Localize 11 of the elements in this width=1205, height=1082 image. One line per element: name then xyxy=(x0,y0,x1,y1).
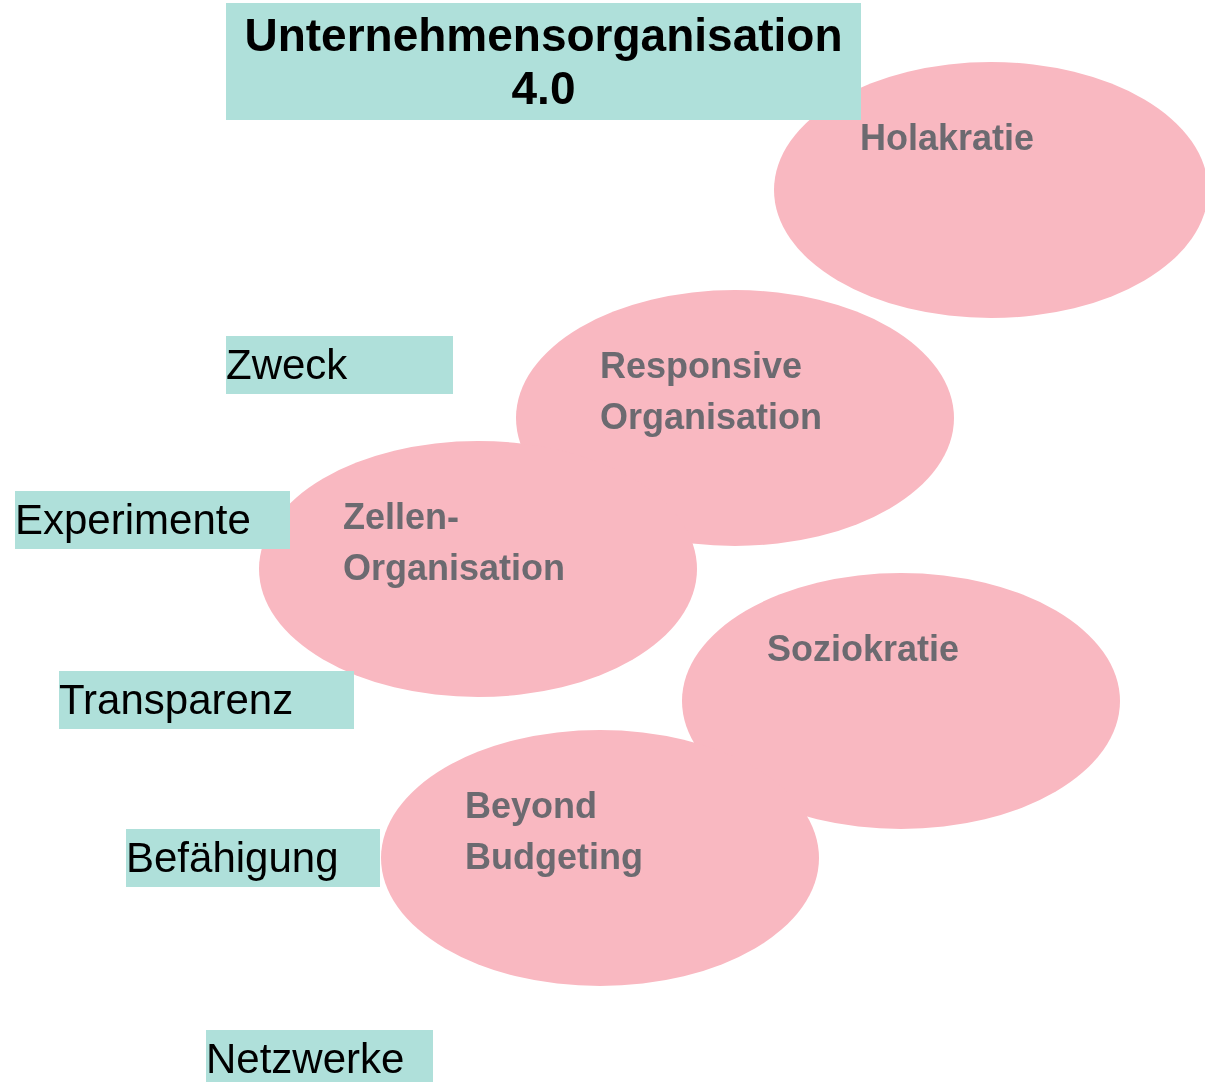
bubble-label: Beyond Budgeting xyxy=(465,784,644,879)
bubble-label: Responsive Organisation xyxy=(600,344,824,439)
bubble-label: Holakratie xyxy=(860,116,1036,160)
bubble-label: Zellen- Organisation xyxy=(343,495,567,590)
highlighted-label: Netzwerke xyxy=(206,1030,433,1082)
highlighted-label: Zweck xyxy=(226,336,453,394)
highlighted-label: Befähigung xyxy=(126,829,380,887)
highlighted-label: Experimente xyxy=(15,491,290,549)
title-banner: Unternehmensorganisation 4.0 xyxy=(226,3,861,120)
bubble-label: Soziokratie xyxy=(767,627,961,671)
highlighted-label: Transparenz xyxy=(59,671,354,729)
